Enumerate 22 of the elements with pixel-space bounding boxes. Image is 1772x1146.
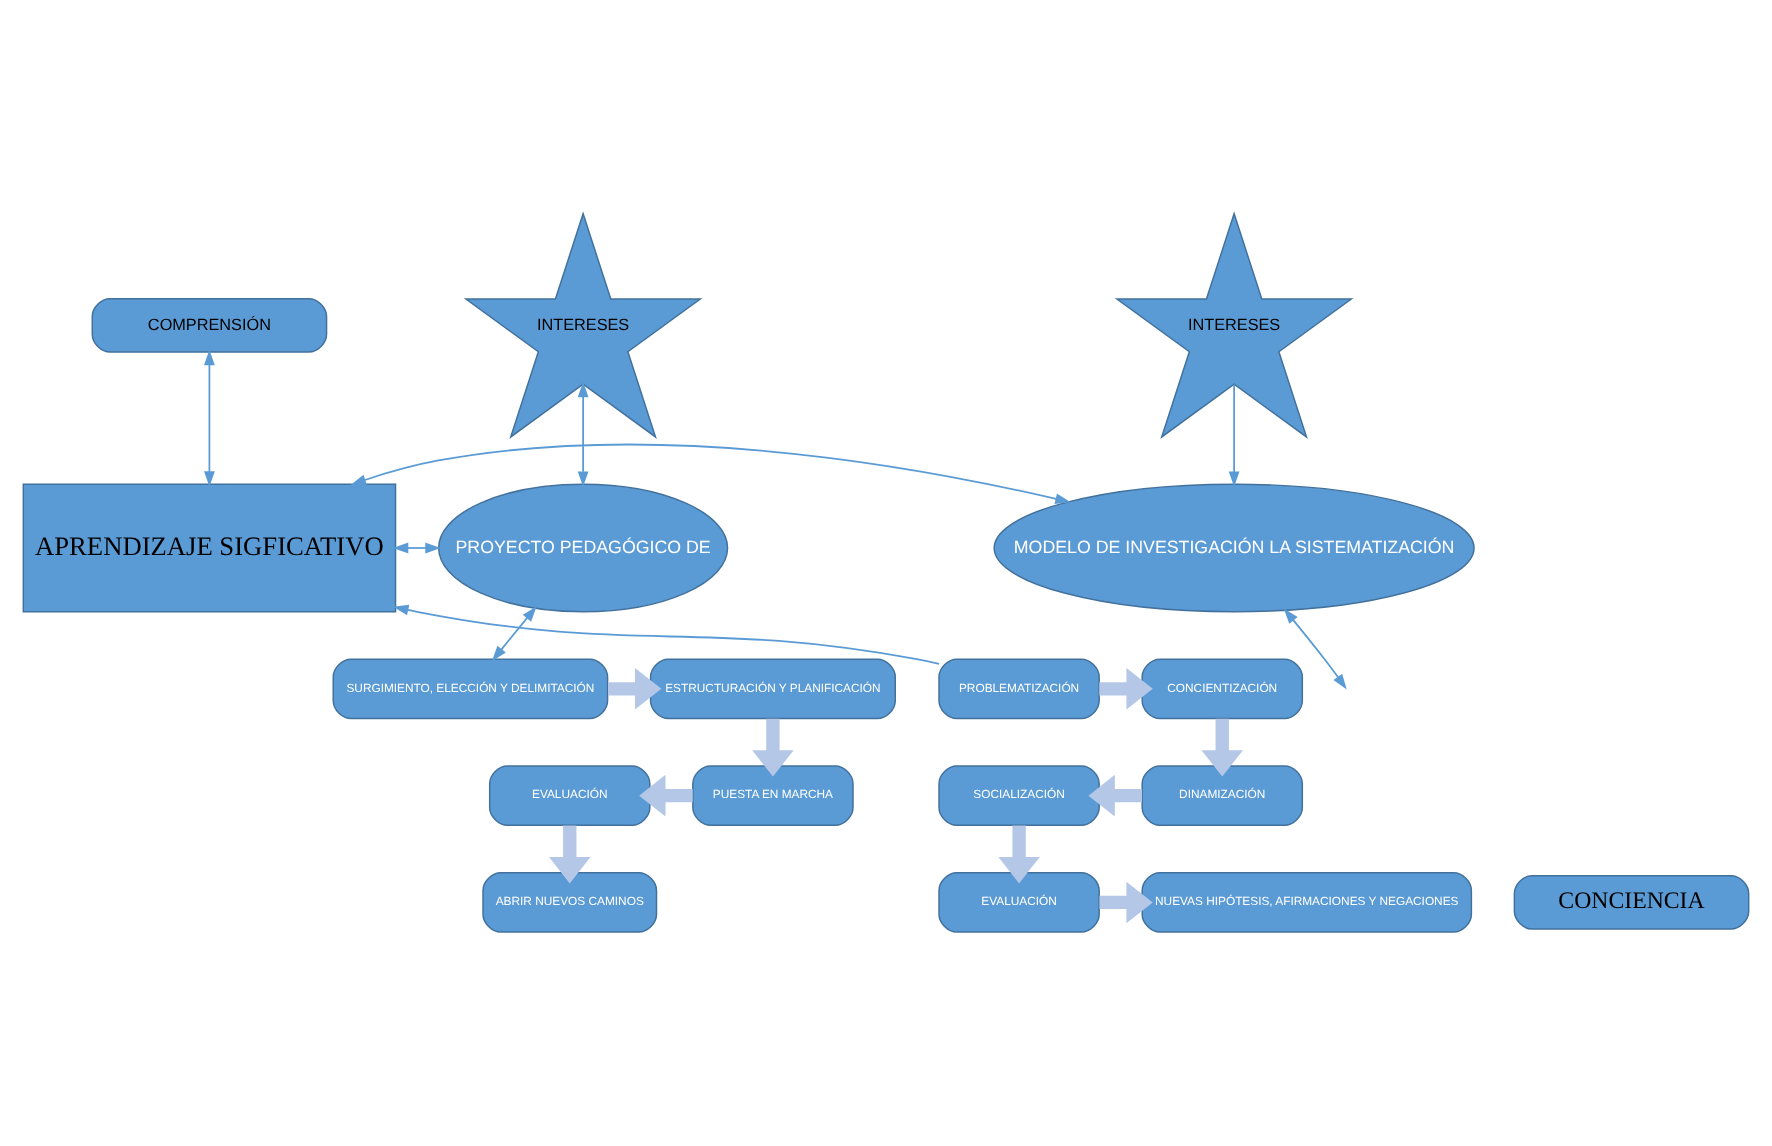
arrow (392, 542, 441, 554)
node-box: COMPRENSIÓN (91, 297, 328, 353)
arrow (1099, 881, 1153, 924)
arrow (1201, 718, 1244, 777)
arrow (1283, 608, 1347, 690)
node-ellipse: PROYECTO PEDAGÓGICO DE (437, 483, 729, 613)
arrow (350, 443, 1071, 505)
arrow (1228, 383, 1240, 487)
node-ellipse: MODELO DE INVESTIGACIÓN LA SISTEMATIZACIÓN (993, 483, 1475, 613)
arrow (608, 668, 662, 710)
arrow (998, 825, 1040, 884)
arrow (1099, 668, 1153, 710)
arrow (491, 606, 537, 662)
arrow (639, 774, 693, 817)
arrow (204, 349, 215, 487)
arrow (549, 825, 591, 884)
arrow (577, 381, 589, 487)
arrow (752, 718, 794, 777)
arrow (393, 604, 940, 665)
node-box: CONCIENCIA (1513, 875, 1750, 930)
node-box: APRENDIZAJE SIGFICATIVO (22, 483, 397, 613)
arrow (1088, 774, 1142, 817)
